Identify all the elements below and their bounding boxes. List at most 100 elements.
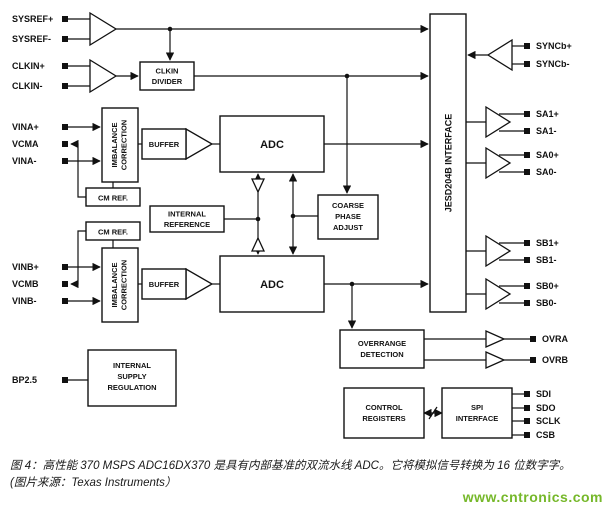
pin-label-bp25: BP2.5 [12, 375, 37, 385]
internal-reference-block [149, 205, 225, 233]
pin-sysref-minus [62, 36, 68, 42]
pin-sclk [524, 418, 530, 424]
buffer-a-block [141, 128, 187, 160]
pin-label-clkin-plus: CLKIN+ [12, 61, 45, 71]
pin-label-syncb-minus: SYNCb- [536, 59, 570, 69]
pin-label-vcma: VCMA [12, 139, 39, 149]
pin-label-sb0-plus: SB0+ [536, 281, 559, 291]
sa0-driver-icon [485, 146, 512, 180]
pin-bp25 [62, 377, 68, 383]
imbalance-correction-a-label: IMBALANCE CORRECTION [110, 120, 129, 170]
syncb-receiver-icon [486, 38, 513, 72]
ref-buffer-down-icon [250, 178, 266, 194]
control-registers-label: REGISTERS [362, 414, 405, 423]
clkin-divider-block [139, 61, 195, 91]
cm-ref-a-block [85, 187, 141, 207]
pin-label-ovrb: OVRB [542, 355, 569, 365]
figure-caption: 图 4：高性能 370 MSPS ADC16DX370 是具有内部基准的双流水线… [10, 458, 604, 491]
pin-label-syncb-plus: SYNCb+ [536, 41, 572, 51]
pin-label-sa1-plus: SA1+ [536, 109, 559, 119]
overrange-detection-label: DETECTION [360, 350, 403, 359]
adc-b-block [219, 255, 325, 313]
pin-label-vcmb: VCMB [12, 279, 39, 289]
sb1-driver-icon [485, 234, 512, 268]
spi-interface-label: SPI [471, 403, 483, 412]
buffer-b-label: BUFFER [149, 280, 180, 289]
buffer-a-label: BUFFER [149, 140, 180, 149]
clkin-buffer-icon [89, 58, 118, 94]
adc-b-label: ADC [260, 279, 284, 291]
buffer-b-amp-icon [185, 267, 214, 301]
pin-label-vina-plus: VINA+ [12, 122, 39, 132]
pin-label-sysref-minus: SYSREF- [12, 34, 51, 44]
pin-label-sb1-plus: SB1+ [536, 238, 559, 248]
imbalance-correction-b-block [101, 247, 139, 323]
adc-a-label: ADC [260, 139, 284, 151]
pin-label-vinb-plus: VINB+ [12, 262, 39, 272]
cm-ref-b-block [85, 221, 141, 241]
clkin-divider-label: CLKIN [156, 67, 179, 76]
pin-label-vina-minus: VINA- [12, 156, 37, 166]
sa1-driver-icon [485, 105, 512, 139]
pin-vinb-minus [62, 298, 68, 304]
internal-reference-label: REFERENCE [164, 220, 210, 229]
pin-sb0-minus [524, 300, 530, 306]
ovrb-driver-icon [485, 350, 506, 370]
pin-vina-plus [62, 124, 68, 130]
pin-label-sa0-plus: SA0+ [536, 150, 559, 160]
pin-vinb-plus [62, 264, 68, 270]
pin-label-csb: CSB [536, 430, 556, 440]
pin-vcmb [62, 281, 68, 287]
spi-interface-label: INTERFACE [456, 414, 499, 423]
pin-sa0-plus [524, 152, 530, 158]
internal-supply-regulation-label: SUPPLY [117, 372, 146, 381]
pin-label-ovra: OVRA [542, 334, 569, 344]
pin-label-sb0-minus: SB0- [536, 298, 557, 308]
imbalance-correction-a-block [101, 107, 139, 183]
control-registers-label: CONTROL [365, 403, 402, 412]
internal-supply-regulation-label: REGULATION [107, 383, 156, 392]
pin-label-vinb-minus: VINB- [12, 296, 37, 306]
pin-label-sysref-plus: SYSREF+ [12, 14, 53, 24]
cm-ref-a-label: CM REF. [98, 194, 128, 203]
cm-ref-b-label: CM REF. [98, 228, 128, 237]
clkin-divider-label: DIVIDER [152, 77, 183, 86]
pin-csb [524, 432, 530, 438]
adc-block-diagram: CLKIN DIVIDER IMBALANCE CORRECTION BUFFE… [12, 11, 572, 440]
pin-sb1-minus [524, 257, 530, 263]
pin-label-sclk: SCLK [536, 416, 561, 426]
pin-ovrb [530, 357, 536, 363]
left-pins: SYSREF+ SYSREF- CLKIN+ CLKIN- VINA+ VCMA… [12, 14, 68, 385]
sb0-driver-icon [485, 277, 512, 311]
pin-label-clkin-minus: CLKIN- [12, 81, 43, 91]
spi-interface-block [441, 387, 513, 439]
pin-sdo [524, 405, 530, 411]
pin-sb0-plus [524, 283, 530, 289]
caption-line-2: (图片来源：Texas Instruments） [10, 476, 177, 489]
svg-text:CORRECTION: CORRECTION [120, 260, 129, 310]
control-registers-block [343, 387, 425, 439]
coarse-phase-adjust-label: PHASE [335, 212, 361, 221]
jesd204b-interface-label: JESD204B INTERFACE [444, 114, 454, 213]
svg-text:IMBALANCE: IMBALANCE [110, 263, 119, 308]
pin-label-sdo: SDO [536, 403, 556, 413]
caption-line-1: 图 4：高性能 370 MSPS ADC16DX370 是具有内部基准的双流水线… [10, 460, 571, 472]
ovra-driver-icon [485, 329, 506, 349]
pin-label-sdi: SDI [536, 389, 551, 399]
right-pins: SYNCb+ SYNCb- SA1+ SA1- SA0+ SA0- SB1+ S… [524, 41, 572, 440]
pin-clkin-plus [62, 63, 68, 69]
pin-syncb-minus [524, 61, 530, 67]
pin-vcma [62, 141, 68, 147]
sysref-buffer-icon [89, 11, 118, 47]
pin-ovra [530, 336, 536, 342]
pin-sb1-plus [524, 240, 530, 246]
jesd204b-interface-block [429, 13, 467, 313]
adc-a-block [219, 115, 325, 173]
pin-sa0-minus [524, 169, 530, 175]
svg-text:CORRECTION: CORRECTION [120, 120, 129, 170]
buffer-b-block [141, 268, 187, 300]
pin-label-sa1-minus: SA1- [536, 126, 557, 136]
coarse-phase-adjust-label: COARSE [332, 201, 364, 210]
buffer-a-amp-icon [185, 127, 214, 161]
internal-reference-label: INTERNAL [168, 210, 206, 219]
